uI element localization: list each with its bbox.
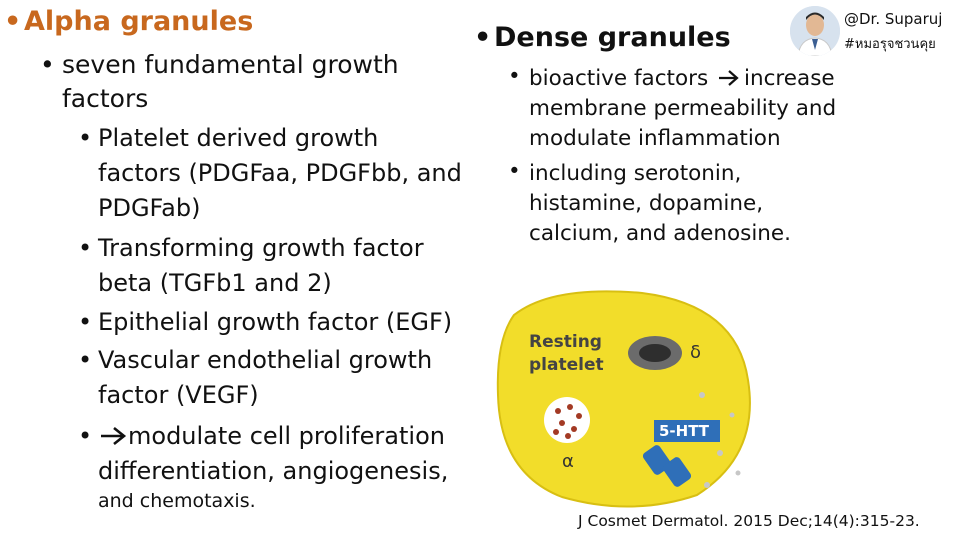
alpha-item-line: Epithelial growth factor (EGF) [98, 308, 453, 336]
bullet: • [4, 6, 22, 37]
arrow-right-icon [99, 424, 129, 448]
alpha-heading: Alpha granules [24, 6, 254, 37]
bullet: • [78, 422, 93, 450]
alpha-intro-line1: seven fundamental growth [62, 50, 399, 79]
figure-delta-label: δ [690, 342, 702, 363]
avatar [790, 6, 840, 56]
alpha-item-line: beta (TGFb1 and 2) [98, 269, 332, 297]
alpha-item-line: differentiation, angiogenesis, [98, 457, 449, 485]
alpha-item-line: factors (PDGFaa, PDGFbb, and [98, 159, 462, 187]
figure-label-line1: Resting [529, 332, 602, 352]
dense-item-line: modulate inflammation [529, 126, 781, 151]
bullet: • [508, 159, 521, 184]
figure-label-line2: platelet [529, 355, 604, 375]
alpha-intro-line2: factors [62, 84, 149, 113]
dense-item-line: bioactive factors [529, 66, 709, 91]
transporter-label-box [654, 420, 720, 442]
dense-item-line: including serotonin, [529, 161, 742, 186]
arrow-right-icon [718, 68, 740, 88]
dense-granules-section: • Dense granules • bioactive factors inc… [474, 0, 960, 540]
platelet-body [496, 290, 751, 508]
bullet: • [78, 346, 93, 374]
bullet: • [40, 50, 55, 79]
bullet: • [474, 22, 492, 53]
dense-item-line: calcium, and adenosine. [529, 221, 791, 246]
author-hashtag: #หมอรุจชวนคุย [844, 37, 936, 52]
figure-transporter-label: 5-HTT [659, 422, 710, 440]
dense-heading: Dense granules [494, 22, 731, 53]
bullet: • [78, 124, 93, 152]
bullet: • [78, 308, 93, 336]
author-handle: @Dr. Suparuj [844, 10, 943, 28]
dense-item-line: membrane permeability and [529, 96, 837, 121]
dense-item-line: increase [744, 66, 835, 91]
figure-alpha-label: α [562, 451, 574, 472]
bullet: • [78, 234, 93, 262]
alpha-item-line: Vascular endothelial growth [98, 346, 433, 374]
author-badge: @Dr. Suparuj #หมอรุจชวนคุย [790, 4, 948, 58]
alpha-item-line: Platelet derived growth [98, 124, 379, 152]
alpha-granules-section: • Alpha granules • seven fundamental gro… [4, 6, 462, 512]
alpha-item-line: PDGFab) [98, 194, 201, 222]
resting-platelet-figure: Resting platelet δ α 5-HTT [492, 285, 760, 510]
citation: J Cosmet Dermatol. 2015 Dec;14(4):315-23… [578, 512, 920, 530]
alpha-item-line: and chemotaxis. [98, 490, 256, 512]
alpha-item-line: Transforming growth factor [98, 234, 424, 262]
bullet: • [508, 64, 521, 89]
alpha-item-line: factor (VEGF) [98, 381, 259, 409]
alpha-item-line: modulate cell proliferation [128, 422, 445, 450]
dense-item-line: histamine, dopamine, [529, 191, 764, 216]
